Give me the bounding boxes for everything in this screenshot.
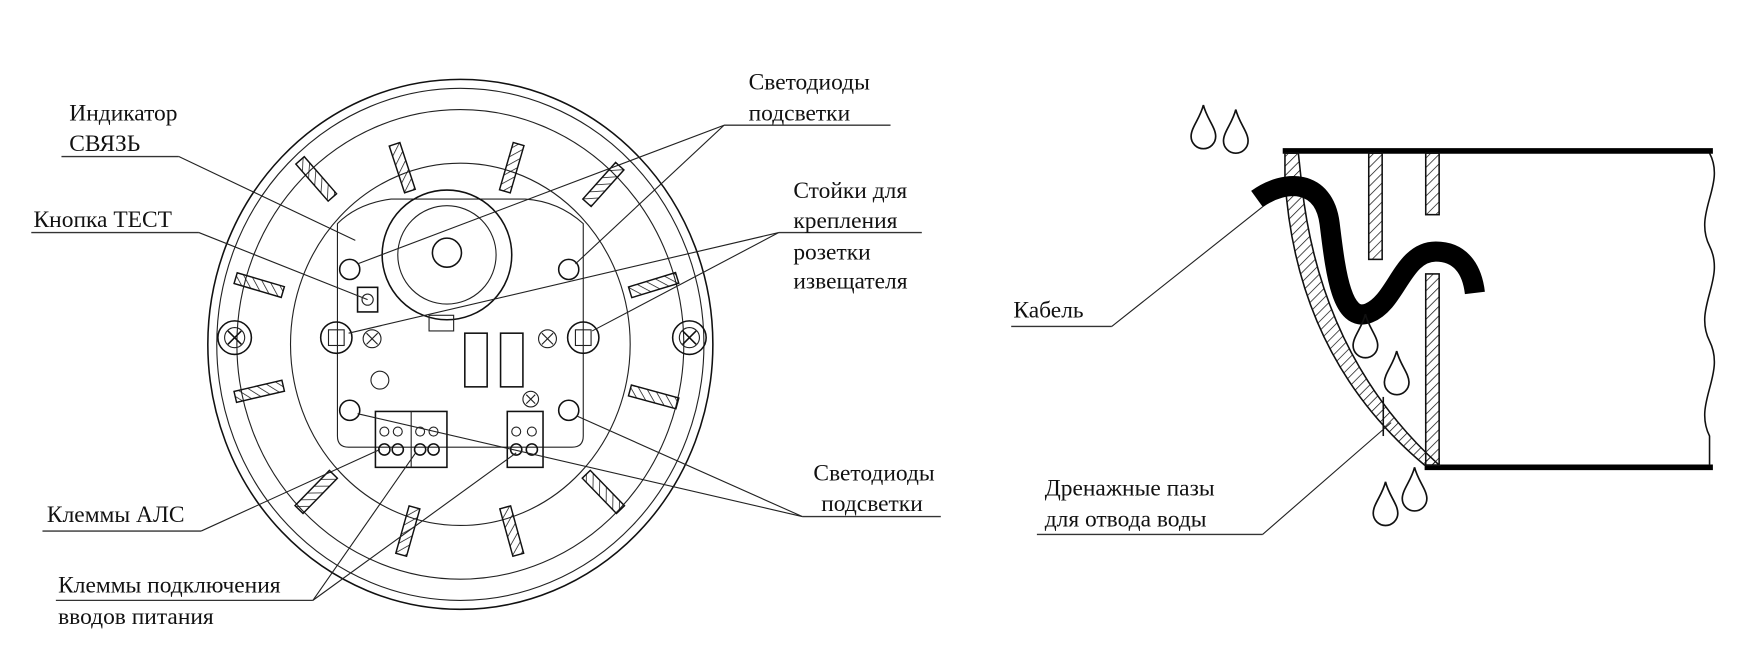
label-leds-bottom-line2: подсветки	[821, 491, 923, 517]
labels: Индикатор СВЯЗЬ Кнопка ТЕСТ Светодиоды п…	[34, 69, 1215, 629]
water-drop-icon	[1352, 313, 1379, 359]
water-drop-icon	[1401, 467, 1428, 512]
screw-board-icon	[522, 390, 540, 408]
circuit-board	[336, 198, 584, 448]
buzzer-center	[431, 237, 463, 268]
screw-left-icon	[362, 329, 382, 349]
mount-screw-right-icon	[671, 320, 707, 356]
led-bottom-right	[557, 399, 580, 422]
inner-ring	[289, 162, 631, 527]
mount-screw-left-icon	[217, 320, 253, 356]
led-top-right	[557, 258, 580, 281]
label-cable: Кабель	[1013, 298, 1083, 324]
slot	[233, 271, 286, 299]
slot	[233, 379, 286, 404]
side-section-view	[1190, 104, 1716, 527]
slot	[581, 469, 626, 515]
buzzer-connector	[428, 314, 455, 332]
slot	[294, 155, 338, 203]
label-mount-posts-line2: крепления	[793, 208, 897, 234]
label-leds-top-line2: подсветки	[749, 101, 851, 127]
test-button	[356, 286, 379, 313]
label-power-terminals-line1: Клеммы подключения	[58, 573, 281, 599]
label-als-terminals: Клеммы АЛС	[47, 502, 185, 528]
label-leds-top-line1: Светодиоды	[749, 69, 870, 95]
outer-ring	[207, 78, 714, 611]
label-drainage-line1: Дренажные пазы	[1045, 475, 1215, 501]
slot	[581, 161, 625, 208]
hatched-rib-1	[1367, 152, 1383, 261]
water-drops	[1190, 104, 1428, 527]
outer-ring-inner-edge	[216, 87, 705, 601]
slot	[498, 504, 525, 558]
water-drop-icon	[1222, 109, 1249, 155]
label-indicator-line1: Индикатор	[69, 101, 177, 127]
hatched-rib-2	[1424, 152, 1440, 216]
power-terminal-block	[506, 410, 544, 469]
led-top-left	[338, 258, 361, 281]
board-hole	[370, 370, 390, 390]
water-drop-icon	[1372, 481, 1399, 527]
label-drainage-line2: для отвода воды	[1045, 507, 1207, 533]
test-button-cap	[361, 293, 374, 306]
detector-base-top-view	[207, 78, 714, 611]
leader-lines	[31, 124, 1392, 602]
middle-ring	[236, 109, 685, 580]
label-mount-posts-line3: розетки	[793, 239, 871, 265]
slot	[388, 141, 417, 194]
break-line	[1703, 152, 1716, 466]
cable	[1251, 176, 1485, 325]
water-drop-icon	[1190, 104, 1217, 150]
slot	[498, 141, 525, 194]
label-mount-posts-line1: Стойки для	[793, 178, 907, 204]
hatched-rib-3	[1424, 273, 1440, 466]
slot	[627, 271, 680, 299]
label-indicator-line2: СВЯЗЬ	[69, 131, 140, 157]
mount-post-left	[319, 321, 353, 355]
jumper-1	[464, 332, 488, 388]
buzzer-ring	[397, 205, 497, 305]
mount-post-right	[566, 321, 600, 355]
als-terminal-block	[374, 410, 448, 469]
water-drop-icon	[1383, 350, 1410, 396]
slot-group	[233, 141, 680, 558]
slot	[627, 384, 680, 410]
screw-right-icon	[538, 329, 557, 349]
label-test-button: Кнопка ТЕСТ	[34, 207, 172, 233]
buzzer-housing	[381, 189, 513, 321]
led-bottom-left	[338, 399, 361, 422]
slot	[294, 469, 339, 515]
jumper-2	[499, 332, 524, 388]
label-mount-posts-line4: извещателя	[793, 268, 907, 294]
label-power-terminals-line2: вводов питания	[58, 604, 214, 630]
label-leds-bottom-line1: Светодиоды	[813, 461, 934, 487]
